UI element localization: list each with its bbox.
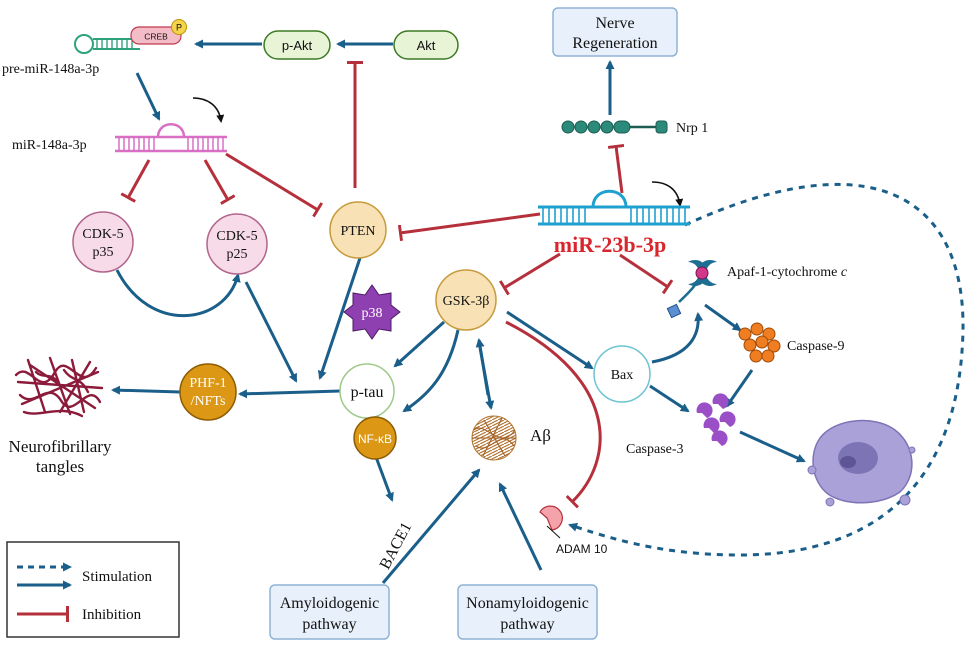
mir23-rna	[538, 189, 690, 226]
phf1-line1: PHF-1	[189, 376, 226, 391]
phospho-badge	[171, 19, 187, 35]
arrow-nfkb-to-bace1	[374, 456, 394, 502]
nrp1-receptor	[561, 120, 668, 134]
pre-mir148-label: pre-miR-148a-3p	[2, 62, 99, 77]
nerve-regeneration-line1: Nerve	[595, 15, 634, 32]
arrow-mir23-to-adam10-dashed	[568, 182, 965, 557]
arrow-phf-to-tangles	[111, 385, 181, 395]
cdk5-p35-node	[72, 211, 134, 273]
cdk5-p25-node	[206, 213, 268, 275]
nrp1-label: Nrp 1	[676, 121, 708, 136]
caspase9-label: Caspase-9	[787, 339, 845, 354]
nfkb-label: NF-κB	[358, 432, 392, 446]
cdk5-p25-line1: CDK-5	[216, 229, 257, 244]
arrow-bax-to-apaf	[651, 312, 704, 364]
nonamyloidogenic-box	[457, 584, 598, 640]
nfkb-node	[353, 416, 397, 460]
creb-shape	[130, 26, 182, 45]
inhibit-mir148-to-p25	[203, 159, 236, 205]
p38-badge	[343, 284, 401, 340]
amyloidogenic-line2: pathway	[302, 616, 356, 633]
gsk3b-label: GSK-3β	[443, 294, 490, 309]
inhibit-mir148-to-pten	[225, 152, 324, 218]
phospho-badge-label: P	[176, 23, 182, 33]
cdk5-p35-line1: CDK-5	[82, 227, 123, 242]
cdk5-p25-line2: p25	[227, 247, 248, 262]
arrow-gsk-to-ptau	[393, 320, 446, 368]
arrow-casp3-to-cell	[739, 430, 806, 463]
inhibition-lines	[120, 61, 674, 509]
caspase3-label: Caspase-3	[626, 442, 684, 457]
arrow-pre-to-mir148	[135, 72, 161, 121]
inhibit-mir23-to-apaf	[619, 253, 674, 295]
bace1-label: BACE1	[377, 520, 416, 573]
akt-label: Akt	[417, 38, 436, 53]
cdk5-p35-line2: p35	[93, 245, 114, 260]
inhibit-mir23-to-pten	[397, 212, 541, 242]
stimulation-arrows	[111, 39, 965, 584]
inhibit-mir148-to-p35	[120, 159, 151, 203]
adam10-shape	[539, 505, 563, 539]
arrow-gsk-to-bax	[506, 310, 594, 370]
curved-arrow-mir148	[192, 97, 225, 123]
pten-label: PTEN	[341, 224, 376, 239]
bax-label: Bax	[611, 368, 634, 383]
nonamyloidogenic-line2: pathway	[500, 616, 554, 633]
abeta-aggregate	[471, 415, 517, 461]
p38-label: p38	[362, 306, 383, 321]
legend: Stimulation Inhibition	[6, 541, 180, 638]
adam10-label: ADAM 10	[556, 542, 608, 556]
legend-inhibition-label: Inhibition	[82, 607, 142, 623]
mir148-label: miR-148a-3p	[12, 138, 87, 153]
creb-label: CREB	[144, 32, 168, 42]
tangles-line1: Neurofibrillary	[9, 437, 112, 456]
apaf1-label: Apaf-1-cytochrome c	[727, 265, 848, 280]
pre-mir148-hairpin	[74, 34, 140, 54]
inhibit-mir23-to-nrp1	[607, 143, 625, 194]
legend-stimulation-label: Stimulation	[82, 569, 153, 585]
akt-node	[393, 30, 459, 60]
nerve-regeneration-line2: Regeneration	[572, 35, 657, 52]
p-tau-label: p-tau	[351, 384, 384, 401]
caspase9-cluster	[738, 322, 781, 363]
neurofibrillary-tangles-graphic	[14, 356, 104, 418]
arrow-casp9-to-casp3	[725, 369, 754, 408]
arrow-gsk-to-nfkb	[402, 329, 460, 413]
arrow-ptau-to-phf	[238, 389, 341, 399]
apoptotic-cell	[807, 419, 916, 507]
phf1-line2: /NFTs	[191, 394, 226, 409]
arrow-bax-to-casp3	[649, 384, 690, 413]
phf1-node	[179, 363, 237, 421]
inhibit-mir23-to-gsk	[498, 252, 561, 296]
arrow-cdk-p35-to-p25	[115, 269, 241, 318]
p-akt-node	[263, 30, 331, 60]
inhibit-gsk-to-adam10	[505, 320, 602, 509]
amyloidogenic-box	[269, 584, 390, 640]
legend-frame	[6, 541, 180, 638]
arrow-abeta-to-gsk	[475, 338, 490, 396]
mir23-label: miR-23b-3p	[554, 232, 666, 257]
apaf1-complex	[666, 260, 717, 319]
gsk3b-node	[435, 269, 497, 331]
amyloidogenic-line1: Amyloidogenic	[280, 595, 380, 612]
abeta-label: Aβ	[530, 426, 551, 445]
curved-arrow-mir23	[651, 181, 684, 207]
bax-node	[593, 345, 651, 403]
caspase3-cluster	[696, 393, 736, 446]
arrow-apaf-to-casp9	[704, 303, 742, 332]
tangles-line2: tangles	[36, 457, 84, 476]
arrow-amyloid-to-abeta	[381, 468, 481, 584]
arrow-nonamyloid-to-abeta	[498, 482, 543, 571]
nonamyloidogenic-line1: Nonamyloidogenic	[466, 595, 589, 612]
arrow-p25-to-ptau	[244, 281, 298, 383]
pten-node	[329, 201, 387, 259]
nerve-regeneration-box	[552, 7, 678, 57]
p-akt-label: p-Akt	[282, 38, 313, 53]
arrow-pten-to-ptau	[317, 257, 362, 380]
mir148-rna	[115, 123, 227, 153]
